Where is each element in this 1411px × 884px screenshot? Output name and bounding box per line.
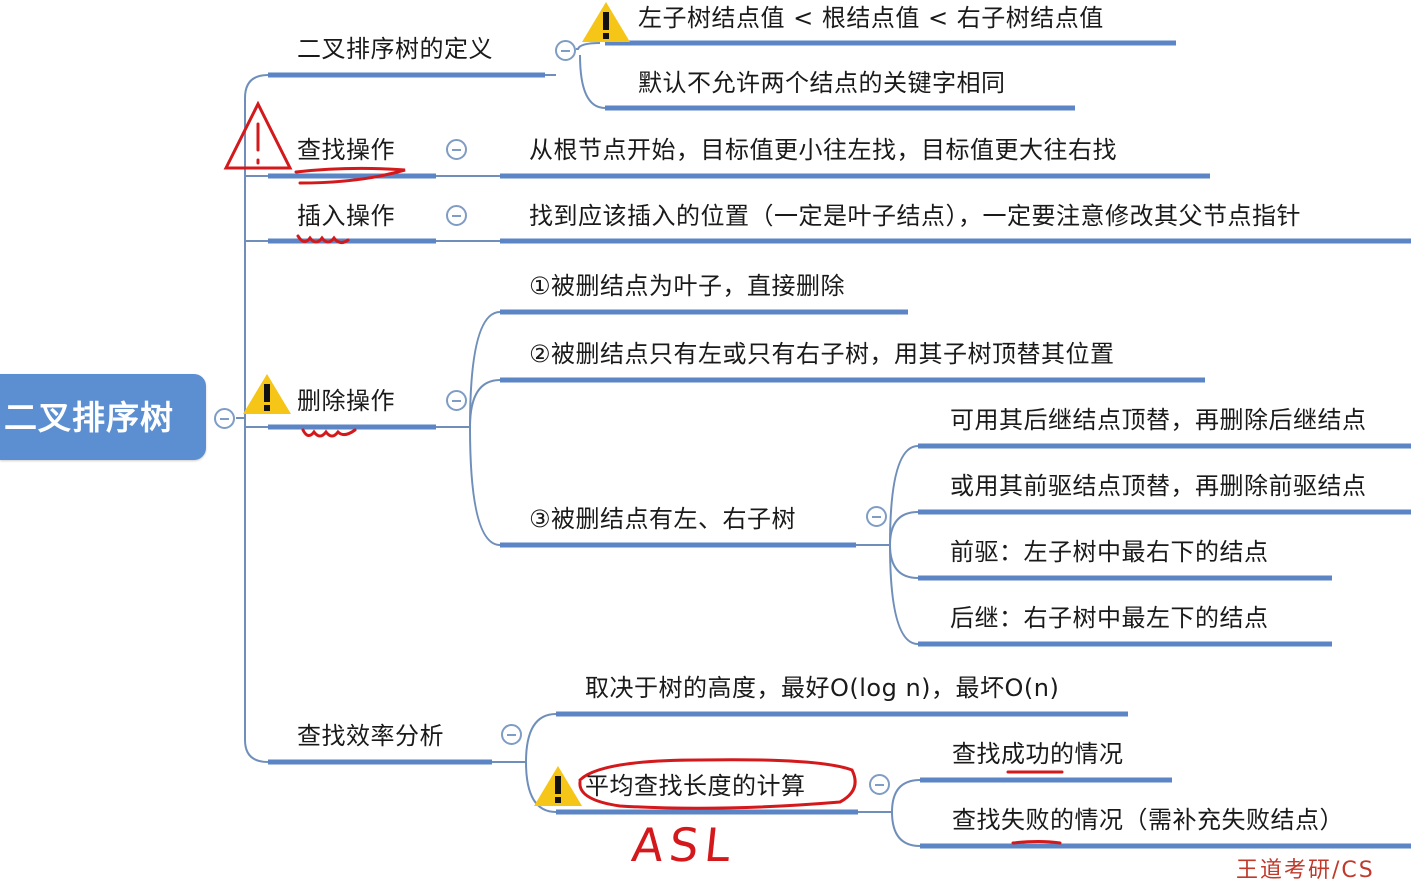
- asl-failure-case[interactable]: 查找失败的情况（需补充失败结点）: [952, 806, 1344, 834]
- branch-insert[interactable]: 插入操作: [297, 202, 395, 230]
- warning-icon: [243, 374, 291, 414]
- branch-search[interactable]: 查找操作: [297, 136, 395, 164]
- case3-predecessor-def[interactable]: 前驱：左子树中最右下的结点: [950, 538, 1269, 566]
- root-label: 二叉排序树: [4, 398, 174, 437]
- branch-efficiency[interactable]: 查找效率分析: [297, 722, 444, 750]
- efficiency-height-dependence[interactable]: 取决于树的高度，最好O(log n)，最坏O(n): [585, 674, 1060, 702]
- delete-case-single-child[interactable]: ②被删结点只有左或只有右子树，用其子树顶替其位置: [529, 340, 1115, 368]
- search-description[interactable]: 从根节点开始，目标值更小往左找，目标值更大往右找: [529, 136, 1117, 164]
- case3-successor-def[interactable]: 后继：右子树中最左下的结点: [950, 604, 1269, 632]
- insert-collapse-icon[interactable]: [446, 205, 467, 226]
- branch-definition[interactable]: 二叉排序树的定义: [297, 35, 493, 63]
- asl-success-case[interactable]: 查找成功的情况: [952, 740, 1124, 768]
- delete-case-leaf[interactable]: ①被删结点为叶子，直接删除: [529, 272, 846, 300]
- case3-predecessor-replace[interactable]: 或用其前驱结点顶替，再删除前驱结点: [950, 472, 1367, 500]
- asl-node[interactable]: 平均查找长度的计算: [585, 772, 806, 800]
- warning-icon: [534, 766, 582, 806]
- case3-successor-replace[interactable]: 可用其后继结点顶替，再删除后继结点: [950, 406, 1367, 434]
- root-node[interactable]: 二叉排序树: [0, 374, 206, 460]
- definition-collapse-icon[interactable]: [555, 40, 576, 61]
- asl-collapse-icon[interactable]: [869, 774, 890, 795]
- case3-collapse-icon[interactable]: [866, 506, 887, 527]
- branch-delete[interactable]: 删除操作: [297, 387, 395, 415]
- efficiency-collapse-icon[interactable]: [501, 724, 522, 745]
- root-collapse-icon[interactable]: [214, 408, 235, 429]
- delete-case-two-children[interactable]: ③被删结点有左、右子树: [529, 505, 797, 533]
- handwritten-asl-note: ASL: [629, 818, 740, 872]
- definition-order-rule[interactable]: 左子树结点值 < 根结点值 < 右子树结点值: [638, 4, 1104, 32]
- insert-description[interactable]: 找到应该插入的位置（一定是叶子结点），一定要注意修改其父节点指针: [529, 202, 1301, 230]
- warning-icon: [582, 2, 630, 42]
- delete-collapse-icon[interactable]: [446, 390, 467, 411]
- search-collapse-icon[interactable]: [446, 139, 467, 160]
- watermark: 王道考研/CS: [1236, 858, 1375, 883]
- definition-unique-keys[interactable]: 默认不允许两个结点的关键字相同: [638, 69, 1006, 97]
